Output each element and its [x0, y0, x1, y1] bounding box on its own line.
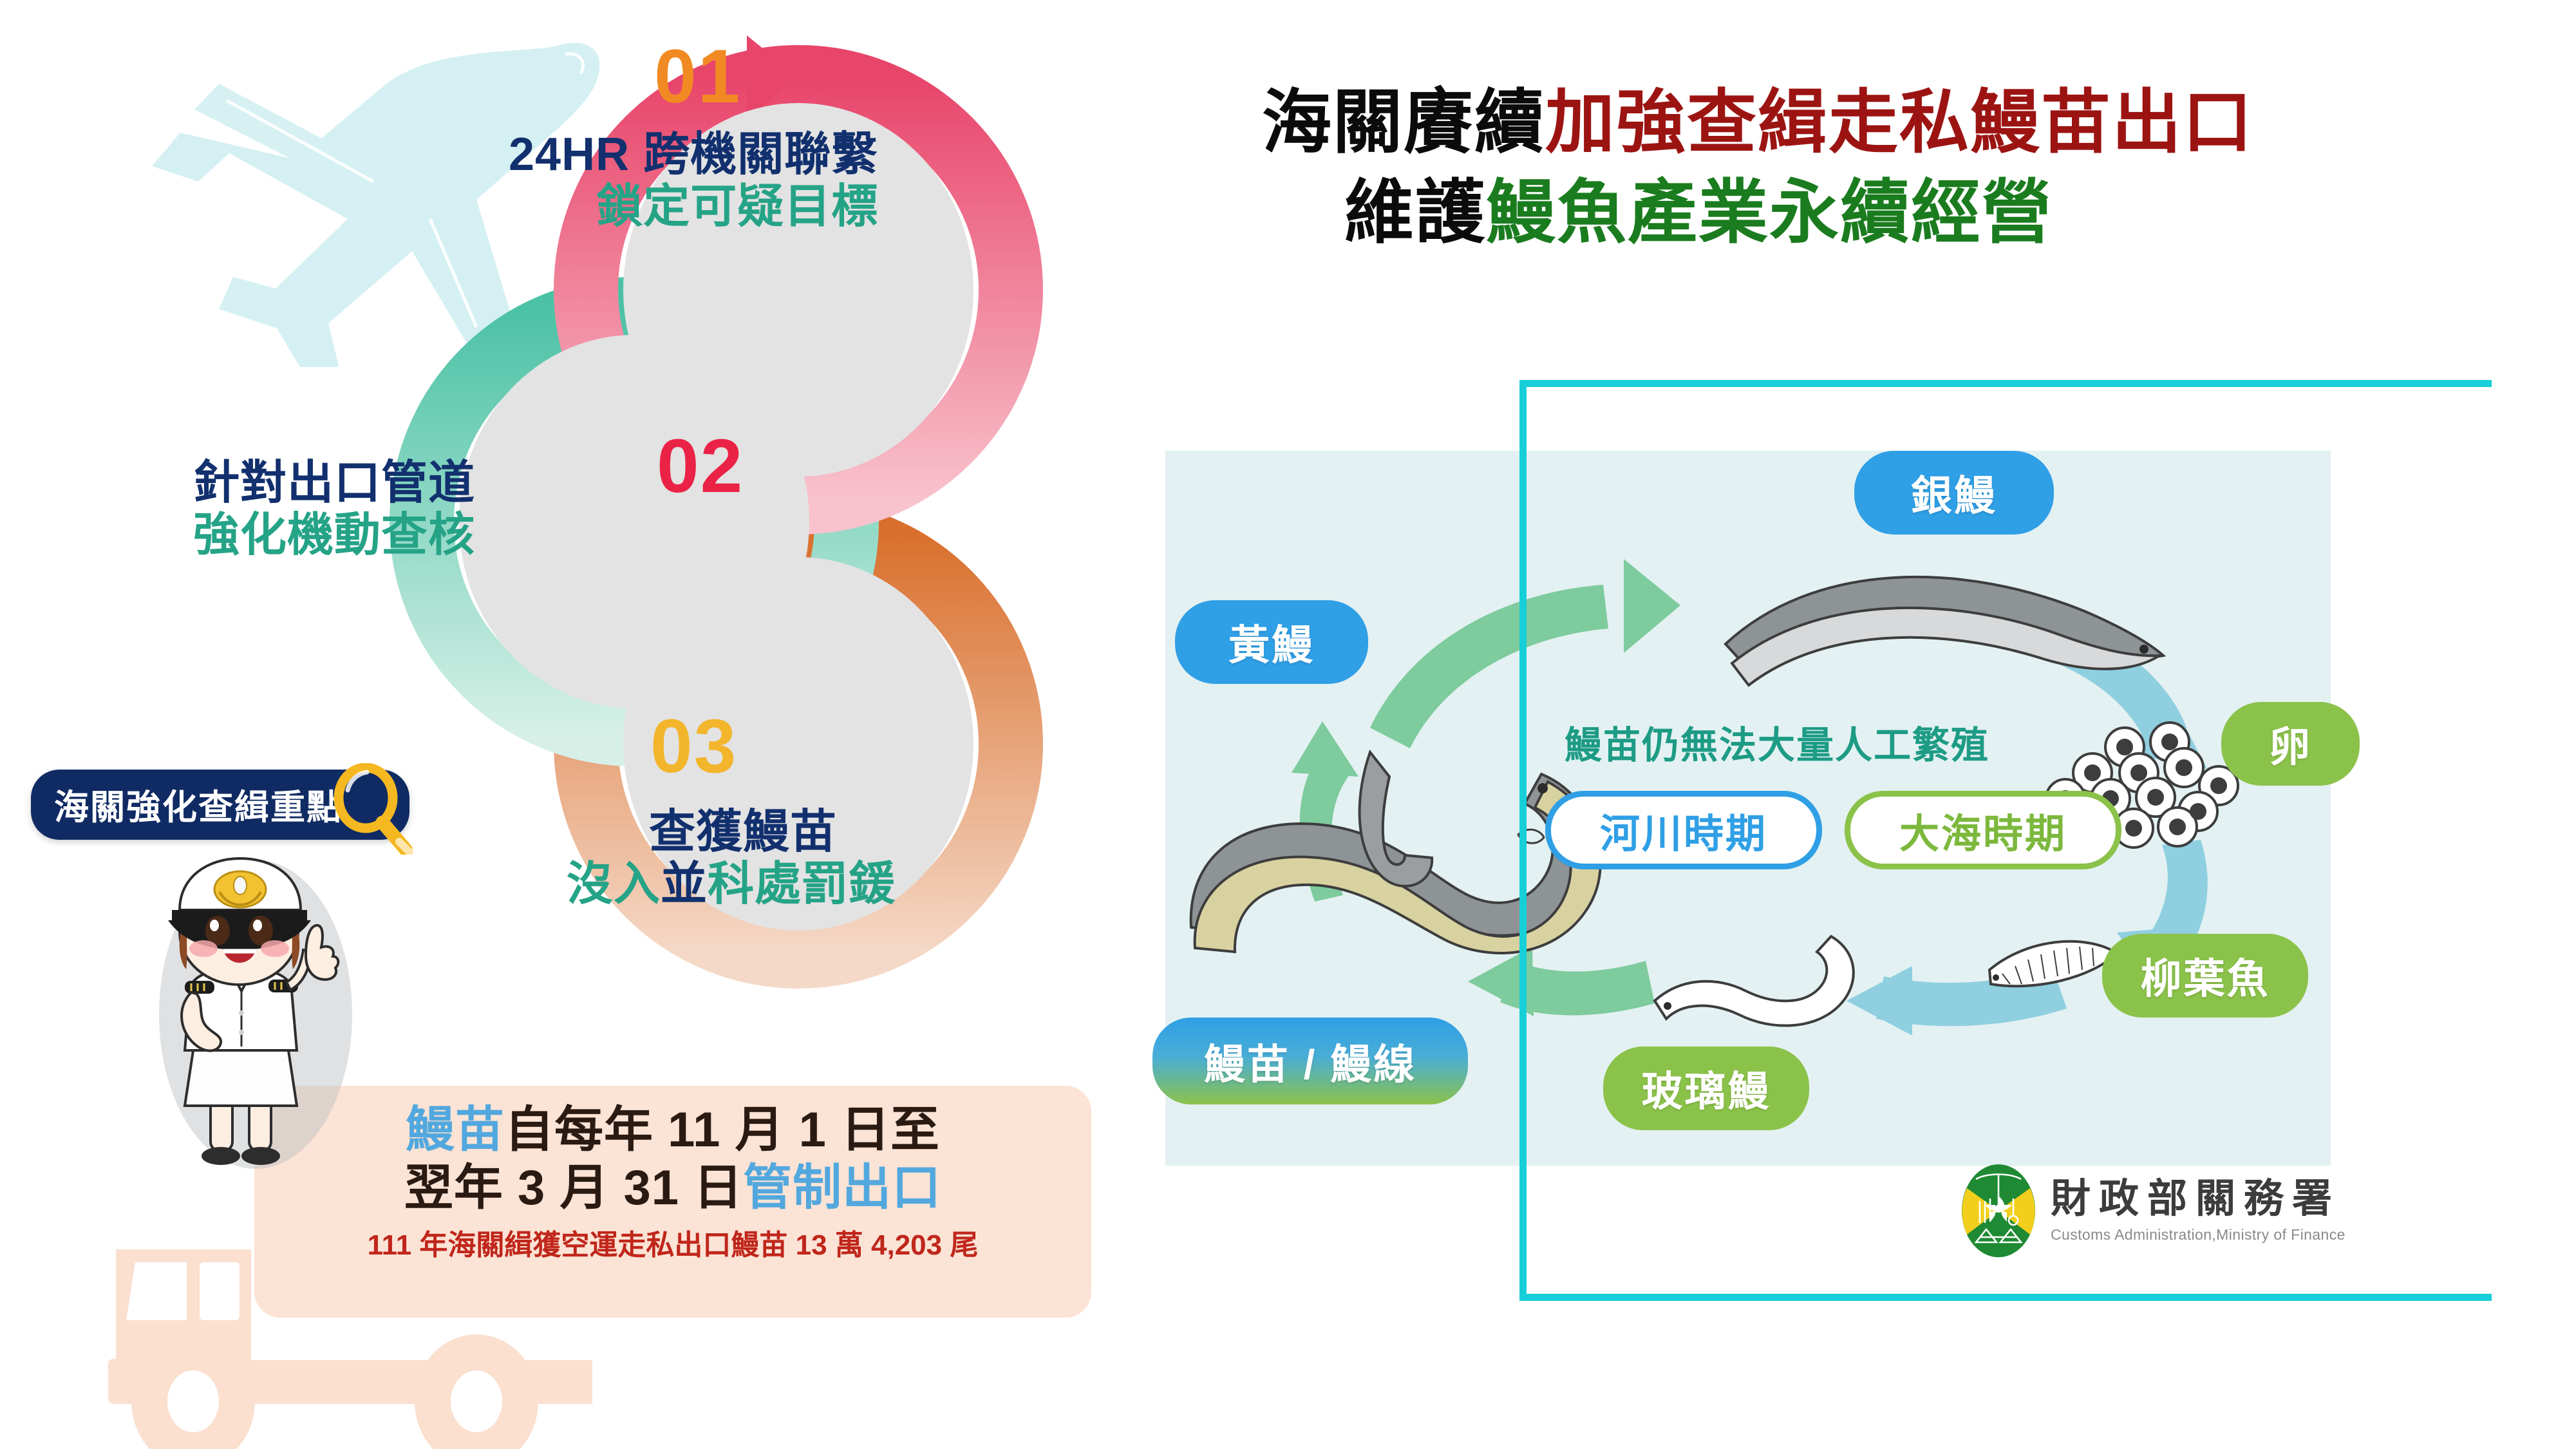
- customs-focus-badge[interactable]: 海關強化查緝重點: [31, 763, 413, 855]
- lifecycle-center-note: 鰻苗仍無法大量人工繁殖: [1565, 724, 1990, 766]
- seizure-statistic-note: 111 年海關緝獲空運走私出口鰻苗 13 萬 4,203 尾: [367, 1229, 979, 1262]
- page-title-line-1: 海關賡續加強查緝走私鰻苗出口: [1243, 77, 2517, 167]
- lifecycle-frame-border: [1519, 380, 2492, 1301]
- magnifier-icon: [334, 763, 413, 855]
- lifecycle-stage-glass-eel[interactable]: 玻璃鰻: [1603, 1046, 1809, 1130]
- info-line-1-highlight: 鰻苗: [405, 1103, 505, 1157]
- step-02-line-primary: 針對出口管道: [193, 457, 476, 509]
- page-title-line-1-black: 海關賡續: [1262, 83, 1546, 161]
- step-03-line-secondary-b: 並: [661, 858, 708, 910]
- step-01-text: 01: [654, 39, 741, 115]
- silver-eel-illustration: [1724, 576, 2167, 687]
- customs-logo-name-cn: 財政部關務署: [2051, 1177, 2341, 1222]
- step-03-number: 03: [650, 704, 738, 789]
- customs-focus-badge-label: 海關強化查緝重點: [54, 788, 343, 827]
- info-line-2-rest: 翌年 3 月 31 日: [404, 1160, 744, 1215]
- lifecycle-period-sea[interactable]: 大海時期: [1845, 791, 2121, 869]
- customs-logo: 財政部關務署 Customs Administration,Ministry o…: [1960, 1162, 2346, 1259]
- customs-emblem-icon: [1962, 1164, 2035, 1258]
- page-title-line-1-red: 加強查緝走私鰻苗出口: [1545, 83, 2254, 161]
- truck-icon: [108, 1249, 592, 1449]
- export-control-info-panel: 鰻苗自每年 11 月 1 日至 翌年 3 月 31 日管制出口 111 年海關緝…: [254, 1086, 1091, 1318]
- step-02-lines: 針對出口管道 強化機動查核: [193, 457, 475, 561]
- step-02-number: 02: [657, 424, 744, 509]
- elver-illustration: [1358, 749, 1434, 888]
- customs-logo-name-en: Customs Administration,Ministry of Finan…: [2051, 1226, 2346, 1243]
- step-03-line-primary: 查獲鰻苗: [649, 806, 838, 858]
- airplane-icon: [152, 43, 600, 367]
- step-02-line-secondary: 強化機動查核: [193, 509, 476, 561]
- lifecycle-period-river[interactable]: 河川時期: [1545, 791, 1822, 869]
- customs-officer-mascot-icon: [159, 857, 352, 1169]
- step-02-number-wrap: 02: [657, 428, 744, 504]
- step-01-line-secondary: 鎖定可疑目標: [596, 180, 879, 232]
- step-03-line-secondary-c: 科處罰鍰: [708, 858, 896, 910]
- lifecycle-stage-silver-eel[interactable]: 銀鰻: [1854, 451, 2054, 535]
- step-01-lines: 24HR 跨機關聯繫 鎖定可疑目標: [509, 129, 878, 232]
- info-line-1-rest: 自每年 11 月 1 日至: [504, 1103, 941, 1157]
- step-rings-graphic: [390, 35, 1043, 989]
- step-01-number: 01: [654, 34, 742, 119]
- lifecycle-stage-elver[interactable]: 鰻苗 / 鰻線: [1152, 1018, 1468, 1104]
- glass-eel-illustration: [1653, 934, 1855, 1027]
- page-title-line-2: 維護鰻魚產業永續經營: [1243, 167, 2517, 258]
- step-03-disc: [623, 557, 973, 931]
- page-title: 海關賡續加強查緝走私鰻苗出口 維護鰻魚產業永續經營: [1243, 77, 2517, 258]
- page-title-line-2-green: 鰻魚產業永續經營: [1486, 173, 2053, 252]
- lifecycle-stage-egg[interactable]: 卵: [2221, 702, 2360, 786]
- info-line-2-highlight: 管制出口: [743, 1160, 942, 1215]
- lifecycle-stage-yellow-eel[interactable]: 黃鰻: [1175, 600, 1368, 684]
- step-03-line-secondary-a: 沒入: [567, 858, 661, 910]
- page-title-line-2-black: 維護: [1344, 173, 1487, 252]
- lifecycle-stage-leptocephalus[interactable]: 柳葉魚: [2102, 934, 2308, 1018]
- step-03-lines: 查獲鰻苗 沒入並科處罰鍰: [567, 806, 896, 910]
- info-line-2: 翌年 3 月 31 日管制出口: [274, 1159, 1072, 1217]
- step-03-number-wrap: 03: [650, 708, 737, 784]
- info-line-1: 鰻苗自每年 11 月 1 日至: [274, 1101, 1072, 1159]
- step-01-line-primary: 24HR 跨機關聯繫: [509, 129, 879, 180]
